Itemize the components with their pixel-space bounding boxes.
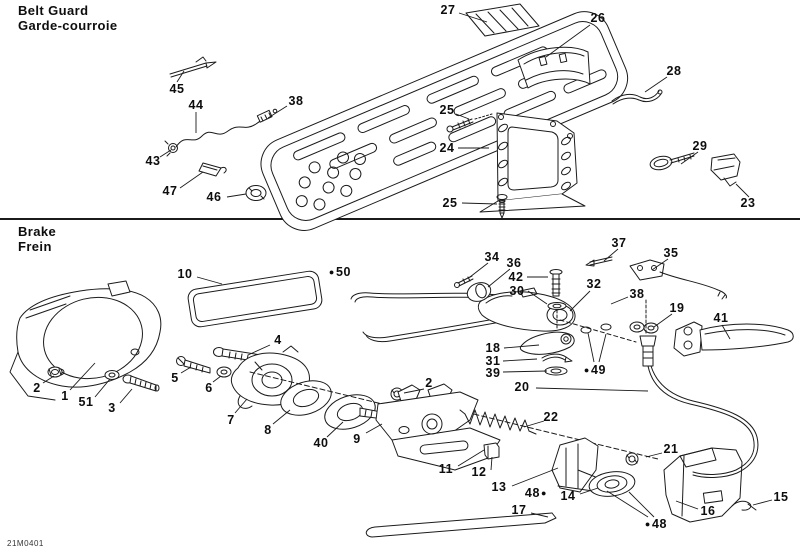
screw-5 (176, 356, 211, 374)
cable-tie-29 (649, 152, 695, 171)
support-bracket-26 (517, 46, 591, 89)
pad-8 (280, 380, 332, 416)
nut-2-left (47, 366, 63, 378)
section-divider (0, 218, 800, 220)
mounting-plate-24 (479, 112, 586, 213)
grommet-46 (245, 185, 267, 201)
lever-41 (673, 321, 794, 357)
clip-47 (198, 162, 227, 177)
document-code: 21M0401 (7, 539, 44, 548)
brake-bracket-1 (9, 280, 162, 401)
washer-51 (104, 370, 120, 380)
pin-17 (365, 512, 557, 538)
bolt-42 (549, 269, 563, 297)
gasket-10 (187, 270, 323, 328)
washer-30 (547, 302, 567, 331)
cover-16 (663, 447, 743, 523)
washer-39 (544, 366, 568, 376)
cable-44 (175, 108, 278, 148)
screw-25-lower (496, 194, 508, 219)
master-cylinder (477, 287, 576, 332)
switch-35 (629, 259, 727, 300)
lever-18 (519, 331, 575, 355)
washer-6 (216, 366, 232, 378)
locknuts-49 (580, 323, 612, 334)
pin-31 (541, 353, 573, 363)
nut-21 (625, 452, 639, 466)
adjuster-19 (559, 299, 659, 367)
cable-end-43 (164, 140, 178, 157)
pin-37 (585, 256, 613, 267)
spring-22 (459, 409, 537, 435)
cover-36 (466, 282, 492, 302)
belt-guard-section-title: Belt Guard Garde-courroie (18, 3, 118, 33)
bolt-3 (122, 374, 160, 392)
clip-23 (710, 153, 741, 187)
block-12 (483, 442, 500, 460)
brake-section-title: Brake Frein (18, 224, 57, 254)
screw-25-upper (446, 113, 493, 133)
clip-15 (731, 500, 757, 511)
rib-plate-27 (465, 3, 540, 37)
rod-45 (169, 56, 217, 78)
screw-34 (454, 275, 474, 288)
cam-disc-14 (577, 469, 636, 497)
brake-cable (647, 365, 759, 478)
